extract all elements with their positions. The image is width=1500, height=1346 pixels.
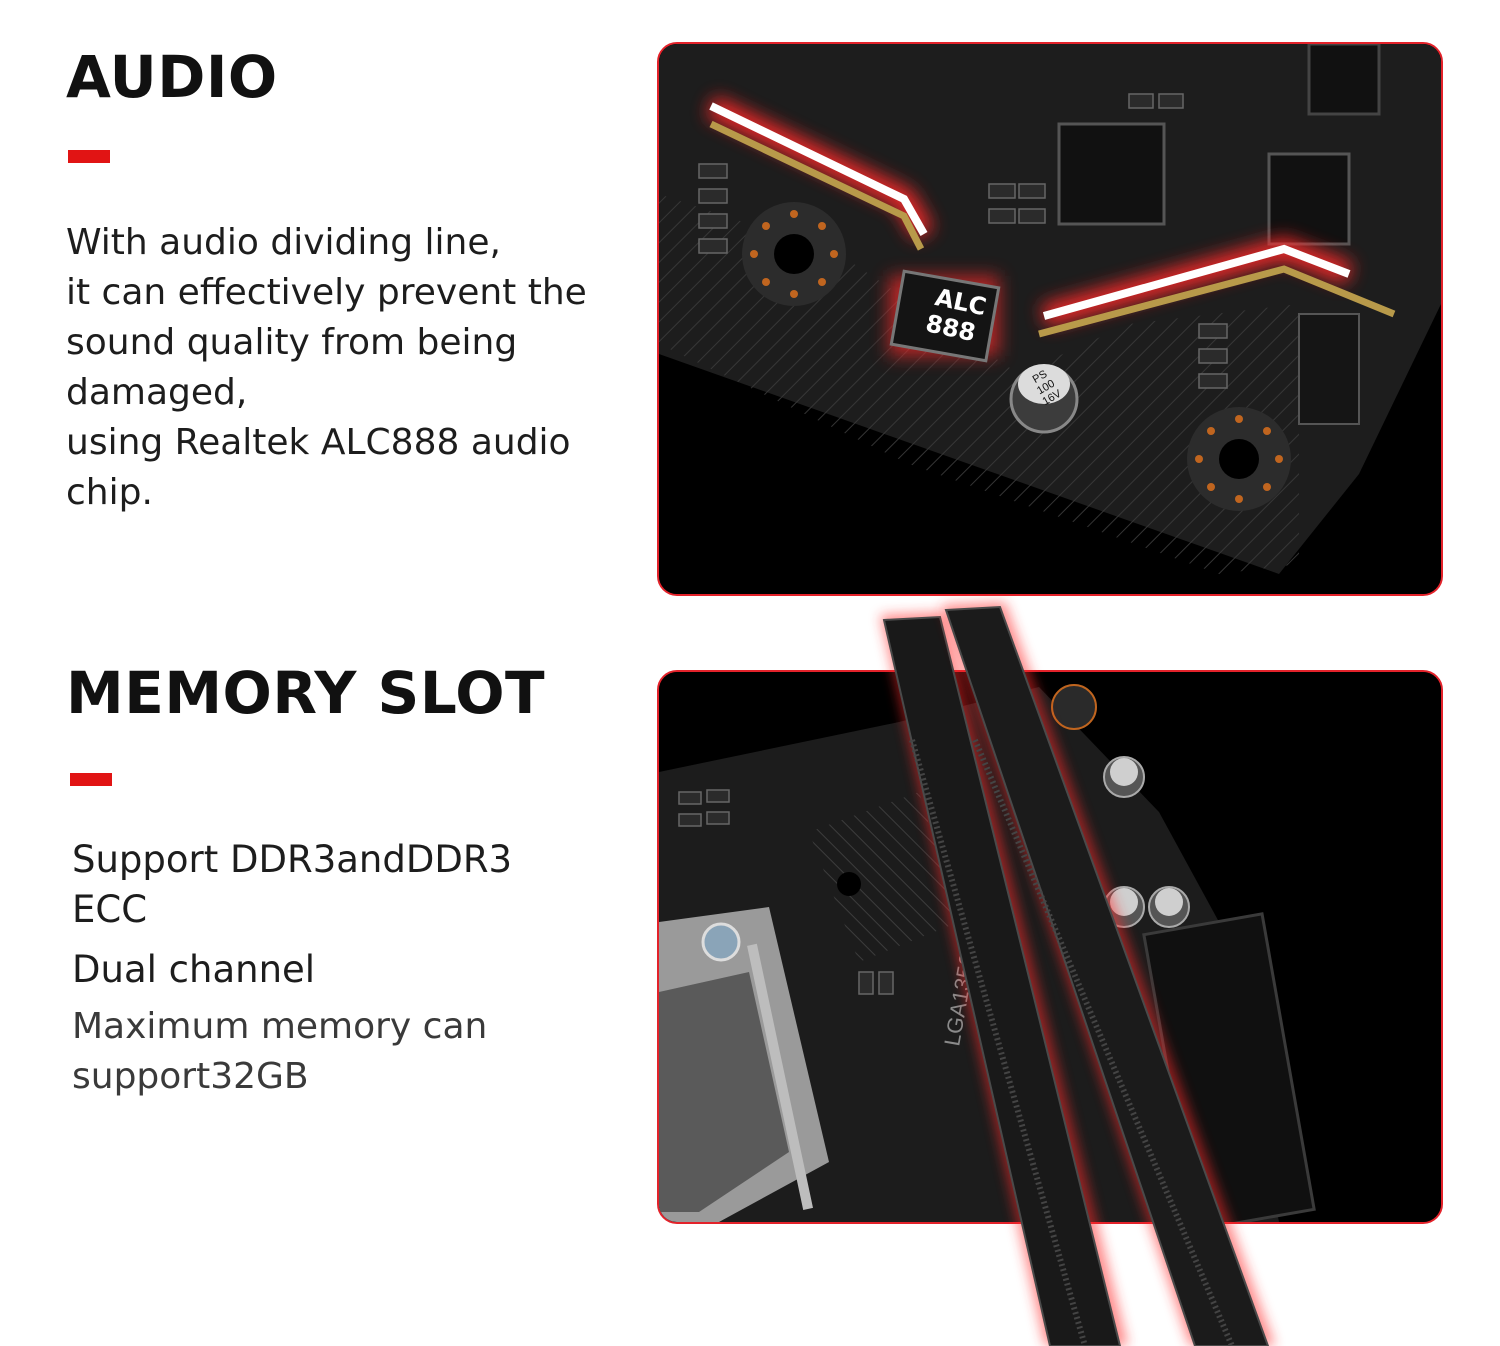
capacitors [1051,684,1190,928]
memory-line-2: ECC [72,888,148,931]
audio-line-3: sound quality from being [66,322,518,363]
mount-hole-left [742,202,846,306]
audio-line-5: using Realtek ALC888 audio [66,422,571,463]
memory-line-3: Dual channel [72,948,316,991]
memory-line-1: Support DDR3andDDR3 [72,838,513,881]
audio-board-image: PS 100 16V ALC 888 [657,42,1443,596]
dimm-slot-2 [942,602,1275,1346]
memory-line-5: support32GB [72,1056,309,1097]
audio-accent-bar [68,150,110,163]
audio-board-illustration: PS 100 16V ALC 888 [659,44,1441,594]
memory-accent-bar [70,773,112,786]
mount-hole-right [1187,407,1291,511]
memory-line-4: Maximum memory can [72,1006,488,1047]
audio-dividing-line-left [706,96,934,251]
capacitor: PS 100 16V [1009,364,1079,434]
audio-line-1: With audio dividing line, [66,222,501,263]
memory-title: MEMORY SLOT [66,659,546,727]
audio-line-6: chip. [66,472,153,513]
audio-dividing-line-right [1038,237,1396,338]
audio-line-4: damaged, [66,372,248,413]
alc888-chip: ALC 888 [889,269,1001,363]
audio-description: With audio dividing line, it can effecti… [66,218,626,518]
audio-line-2: it can effectively prevent the [66,272,587,313]
audio-title: AUDIO [66,43,278,111]
cpu-socket [659,907,829,1222]
dimm-slot-1 [880,612,1128,1346]
